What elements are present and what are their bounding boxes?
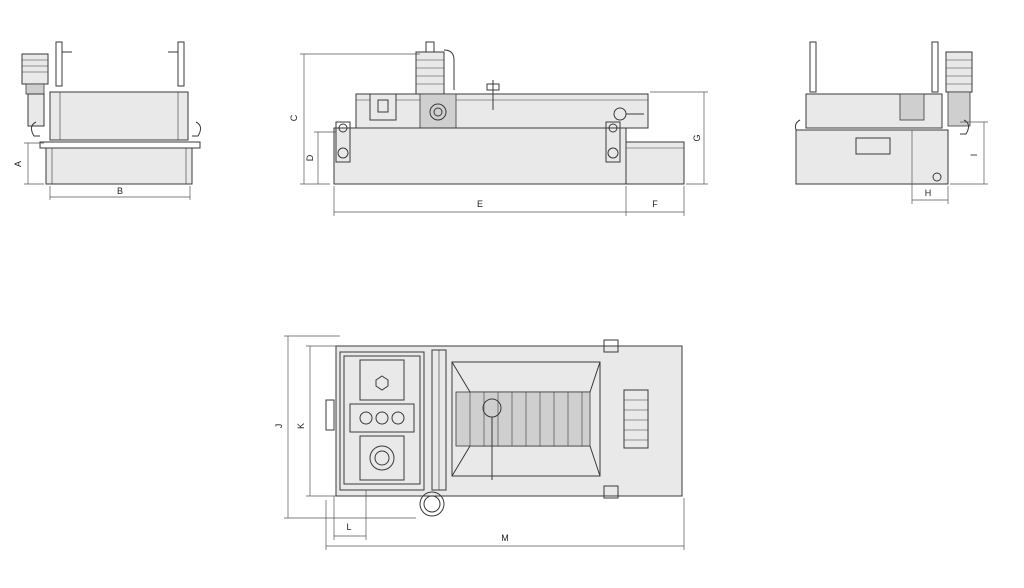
dimension-g: G <box>650 91 708 185</box>
front-motor <box>415 51 445 95</box>
left-lifting-bracket <box>55 41 63 87</box>
dimension-l: L <box>333 490 367 540</box>
left-motor <box>21 53 49 85</box>
front-tank <box>333 127 627 185</box>
dimension-d: D <box>305 131 336 184</box>
dimension-b: B <box>49 186 191 200</box>
left-upper-body <box>49 91 189 141</box>
dimension-m: M <box>325 498 685 550</box>
dim-label-a: A <box>13 161 23 167</box>
left-tank <box>45 147 193 185</box>
dim-label-m: M <box>501 533 509 543</box>
dim-label-d: D <box>305 154 315 161</box>
dimension-k: K <box>296 345 336 497</box>
dimension-a: A <box>13 142 44 185</box>
front-extension <box>625 141 685 185</box>
right-motor <box>945 51 973 93</box>
dim-label-g: G <box>692 134 702 141</box>
right-tank <box>795 129 949 185</box>
dim-label-k: K <box>296 423 306 429</box>
top-control-panel <box>343 355 421 485</box>
front-gearbox <box>419 93 457 129</box>
dimension-f: F <box>626 186 685 216</box>
front-control-box <box>369 93 397 121</box>
dim-label-h: H <box>925 188 932 198</box>
dim-label-l: L <box>346 522 351 532</box>
top-conveyor <box>455 391 591 447</box>
dim-label-b: B <box>117 186 123 196</box>
dim-label-i: I <box>969 154 979 157</box>
front-view <box>333 41 685 185</box>
dimension-c: C <box>289 53 420 185</box>
dimension-h: H <box>911 130 949 204</box>
dim-label-f: F <box>652 199 658 209</box>
dim-label-e: E <box>477 199 483 209</box>
left-clamp <box>30 121 40 137</box>
dimension-i: I <box>950 121 988 185</box>
left-end-view <box>21 41 202 185</box>
right-end-view <box>794 41 973 185</box>
dimension-j: J <box>274 335 416 519</box>
dim-label-c: C <box>289 114 299 121</box>
dim-label-j: J <box>274 424 284 429</box>
right-clamp <box>192 121 202 137</box>
dimension-e: E <box>333 186 627 216</box>
front-upper-housing <box>355 93 649 129</box>
top-view <box>325 339 683 517</box>
right-lifting-bracket <box>177 41 185 87</box>
